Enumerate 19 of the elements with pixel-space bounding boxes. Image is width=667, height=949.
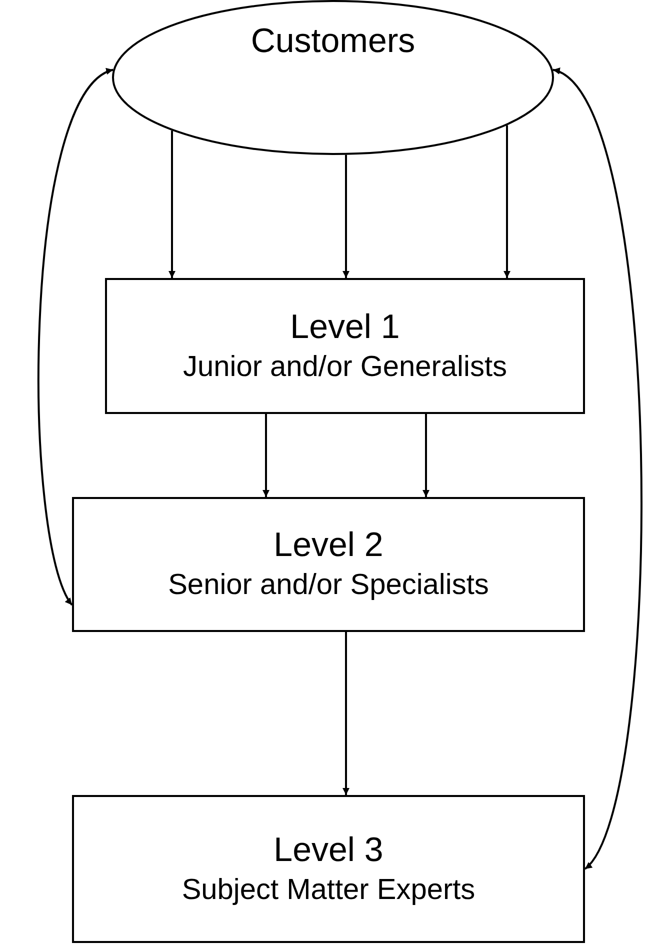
level-box: [72, 795, 585, 943]
arrow: [504, 125, 510, 278]
arrow: [422, 414, 430, 497]
level-box: [72, 497, 585, 632]
arrow: [552, 68, 642, 870]
node-subtitle: Senior and/or Specialists: [168, 569, 489, 603]
node-title: Level 1: [290, 308, 400, 347]
ellipse-node: [112, 0, 554, 155]
node-subtitle: Subject Matter Experts: [182, 874, 476, 908]
level-box: [105, 278, 585, 414]
arrow: [342, 632, 350, 795]
arrow: [168, 130, 176, 278]
arrow: [38, 68, 114, 606]
node-title: Level 2: [274, 526, 384, 566]
node-title: Level 3: [274, 830, 384, 870]
arrow: [342, 154, 350, 278]
node-title: Customers: [250, 22, 416, 62]
arrow: [262, 414, 270, 497]
node-subtitle: Junior and/or Generalists: [183, 350, 507, 384]
